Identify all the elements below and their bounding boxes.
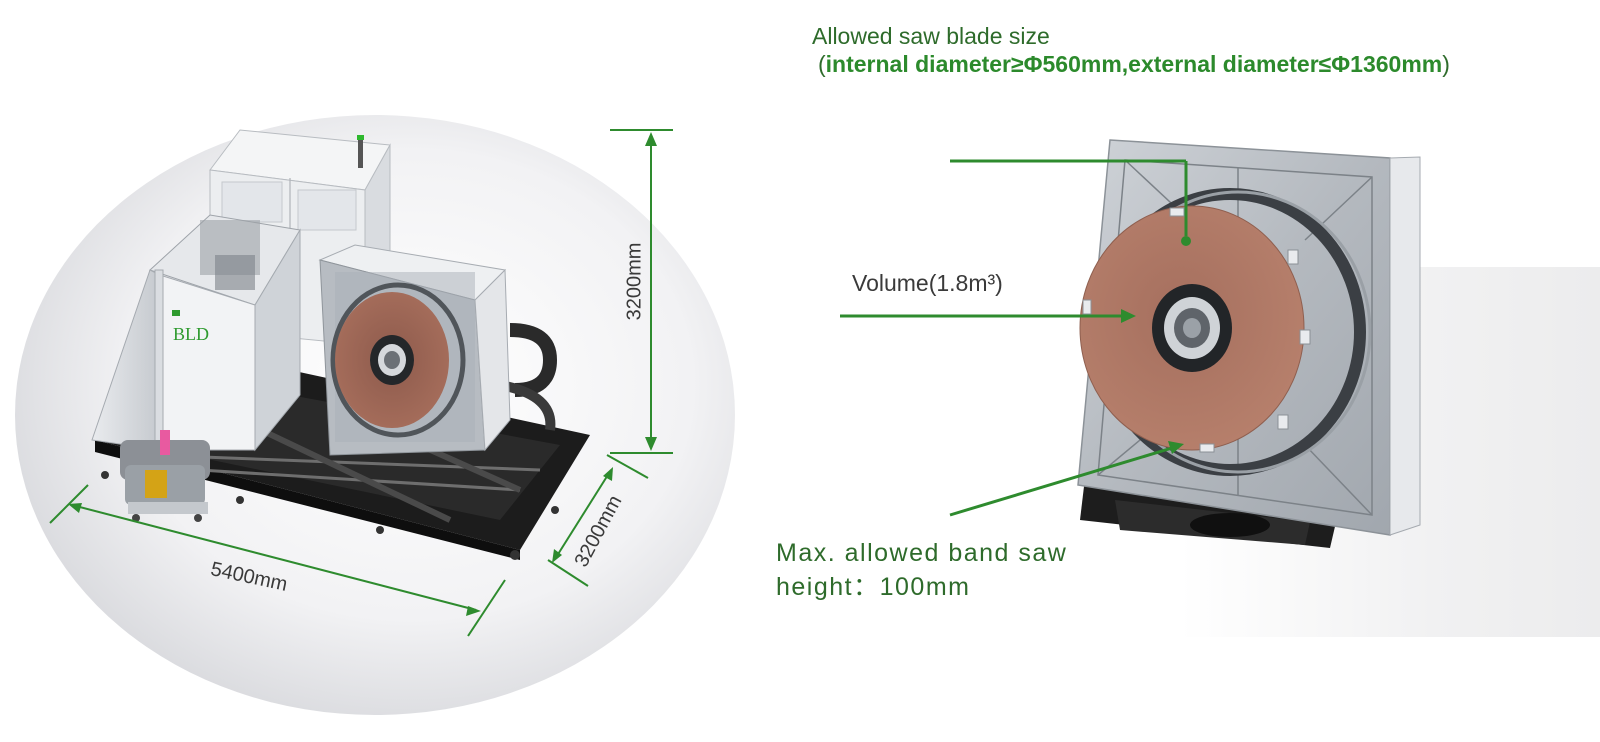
paren-open: ( [818, 51, 826, 77]
loading-chamber: BLD [91, 214, 301, 452]
saw-blade-size-title: Allowed saw blade size [812, 23, 1050, 49]
brand-logo-text: BLD [173, 324, 209, 344]
saw-blade-diameter-spec: internal diameter≥Φ560mm,external diamet… [825, 51, 1443, 77]
band-saw-height-line2: height：100mm [776, 573, 971, 601]
disc-clamps [1082, 207, 1311, 453]
paren-close: ) [1442, 51, 1450, 77]
dimension-height-label: 3200mm [623, 242, 646, 321]
cutting-chamber [318, 244, 511, 456]
vacuum-pump [120, 430, 210, 522]
chamber-side-panel [1389, 156, 1421, 536]
volume-label: Volume(1.8m³) [852, 270, 1003, 296]
cutting-chamber-closeup [840, 139, 1600, 637]
saw-blade-size-detail: (internal diameter≥Φ560mm,external diame… [818, 50, 1450, 78]
leader-lines [840, 159, 1191, 517]
band-saw-height-label: Max. allowed band saw height：100mm [776, 536, 1067, 604]
band-saw-height-line1: Max. allowed band saw [776, 539, 1068, 567]
machine-overview-illustration: BLD [15, 115, 735, 715]
dimension-lines [49, 129, 673, 637]
